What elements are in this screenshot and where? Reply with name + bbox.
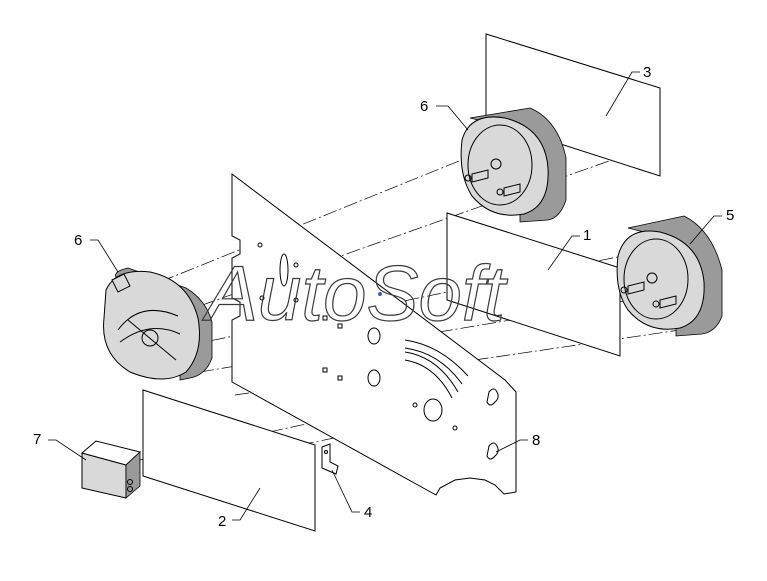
callout-1: 1 <box>583 227 591 244</box>
gauge-6-top <box>460 107 567 223</box>
leader-lines <box>48 71 722 521</box>
callout-4: 4 <box>364 504 372 521</box>
callout-2: 2 <box>218 513 226 530</box>
main-panel-8 <box>231 172 517 496</box>
callout-6-top: 6 <box>420 98 428 115</box>
callout-7: 7 <box>33 431 41 448</box>
watermark-autosoft: AutoSoft <box>202 249 509 337</box>
watermark-dot <box>378 292 382 296</box>
callout-6-left: 6 <box>74 232 82 249</box>
callout-8: 8 <box>532 432 540 449</box>
callout-3: 3 <box>643 64 651 81</box>
bracket-4 <box>321 443 339 475</box>
gauge-5-right <box>616 215 723 337</box>
callout-5: 5 <box>726 207 734 224</box>
block-7 <box>80 440 142 499</box>
gauge-6-left <box>103 267 213 381</box>
plate-2 <box>142 389 316 532</box>
plate-3 <box>485 33 661 177</box>
